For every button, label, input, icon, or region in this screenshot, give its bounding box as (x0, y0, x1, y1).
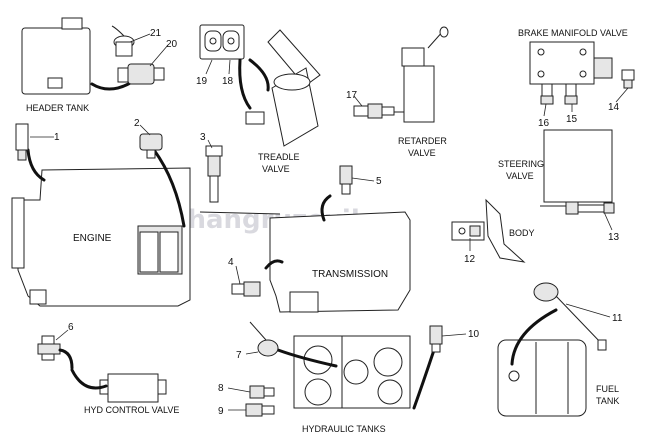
callout-20: 20 (166, 39, 178, 50)
callout-18: 18 (222, 76, 234, 87)
callout-1: 1 (54, 132, 60, 143)
sensor-14 (621, 69, 635, 89)
steering-valve-label-1: STEERING (498, 159, 544, 169)
callout-numbers: 1 2 3 4 5 6 7 8 9 10 11 12 13 14 15 16 1… (54, 28, 623, 417)
sensor-1 (15, 123, 29, 161)
treadle-valve (199, 24, 321, 147)
brake-manifold-valve (529, 41, 613, 85)
sensor-2 (139, 133, 163, 159)
engine (11, 148, 191, 307)
sensor-10 (429, 325, 443, 353)
sensor-21 (111, 25, 135, 57)
sensor-3 (199, 145, 281, 215)
fuel-tank-label-1: FUEL (596, 384, 619, 394)
callout-7: 7 (236, 350, 242, 361)
body-bracket (451, 198, 526, 263)
treadle-valve-label-2: VALVE (262, 164, 290, 174)
hyd-control-valve-label: HYD CONTROL VALVE (84, 405, 179, 415)
sensor-7 (249, 321, 279, 357)
retarder-valve-label-1: RETARDER (398, 136, 447, 146)
callout-13: 13 (608, 232, 620, 243)
sensor-16 (540, 83, 554, 105)
transmission (264, 194, 411, 313)
callout-17: 17 (346, 90, 358, 101)
sensor-20 (117, 63, 165, 85)
brake-manifold-valve-label: BRAKE MANIFOLD VALVE (518, 28, 628, 38)
callout-4: 4 (228, 257, 234, 268)
sensor-13 (565, 201, 615, 215)
treadle-valve-label-1: TREADLE (258, 152, 300, 162)
retarder-valve-label-2: VALVE (408, 148, 436, 158)
sensor-15 (564, 83, 578, 105)
callout-leaders (30, 33, 629, 411)
callout-2: 2 (134, 118, 140, 129)
callout-16: 16 (538, 118, 550, 129)
steering-valve (540, 129, 613, 207)
callout-5: 5 (376, 176, 382, 187)
transmission-label: TRANSMISSION (312, 269, 388, 280)
sensor-11 (533, 282, 607, 351)
sensor-8 (249, 385, 275, 399)
fuel-tank (497, 308, 587, 417)
callout-12: 12 (464, 254, 476, 265)
hydraulic-tanks (276, 335, 436, 410)
body-label: BODY (509, 228, 535, 238)
callout-3: 3 (200, 132, 206, 143)
callout-10: 10 (468, 329, 480, 340)
hyd-control-valve (70, 368, 167, 403)
retarder-valve (392, 26, 449, 123)
callout-15: 15 (566, 114, 578, 125)
engine-label: ENGINE (73, 233, 112, 244)
header-tank (21, 17, 134, 95)
callout-21: 21 (150, 28, 162, 39)
sensor-9 (245, 403, 275, 417)
callout-9: 9 (218, 406, 224, 417)
callout-11: 11 (612, 313, 623, 324)
header-tank-label: HEADER TANK (26, 103, 89, 113)
sensor-4 (231, 281, 261, 297)
callout-8: 8 (218, 383, 224, 394)
callout-6: 6 (68, 322, 74, 333)
sensor-6 (37, 335, 74, 370)
sensor-5 (339, 165, 353, 195)
steering-valve-label-2: VALVE (506, 171, 534, 181)
fuel-tank-label-2: TANK (596, 396, 619, 406)
callout-19: 19 (196, 76, 208, 87)
hydraulic-tanks-label: HYDRAULIC TANKS (302, 424, 386, 434)
sensor-17 (353, 103, 395, 119)
callout-14: 14 (608, 102, 620, 113)
